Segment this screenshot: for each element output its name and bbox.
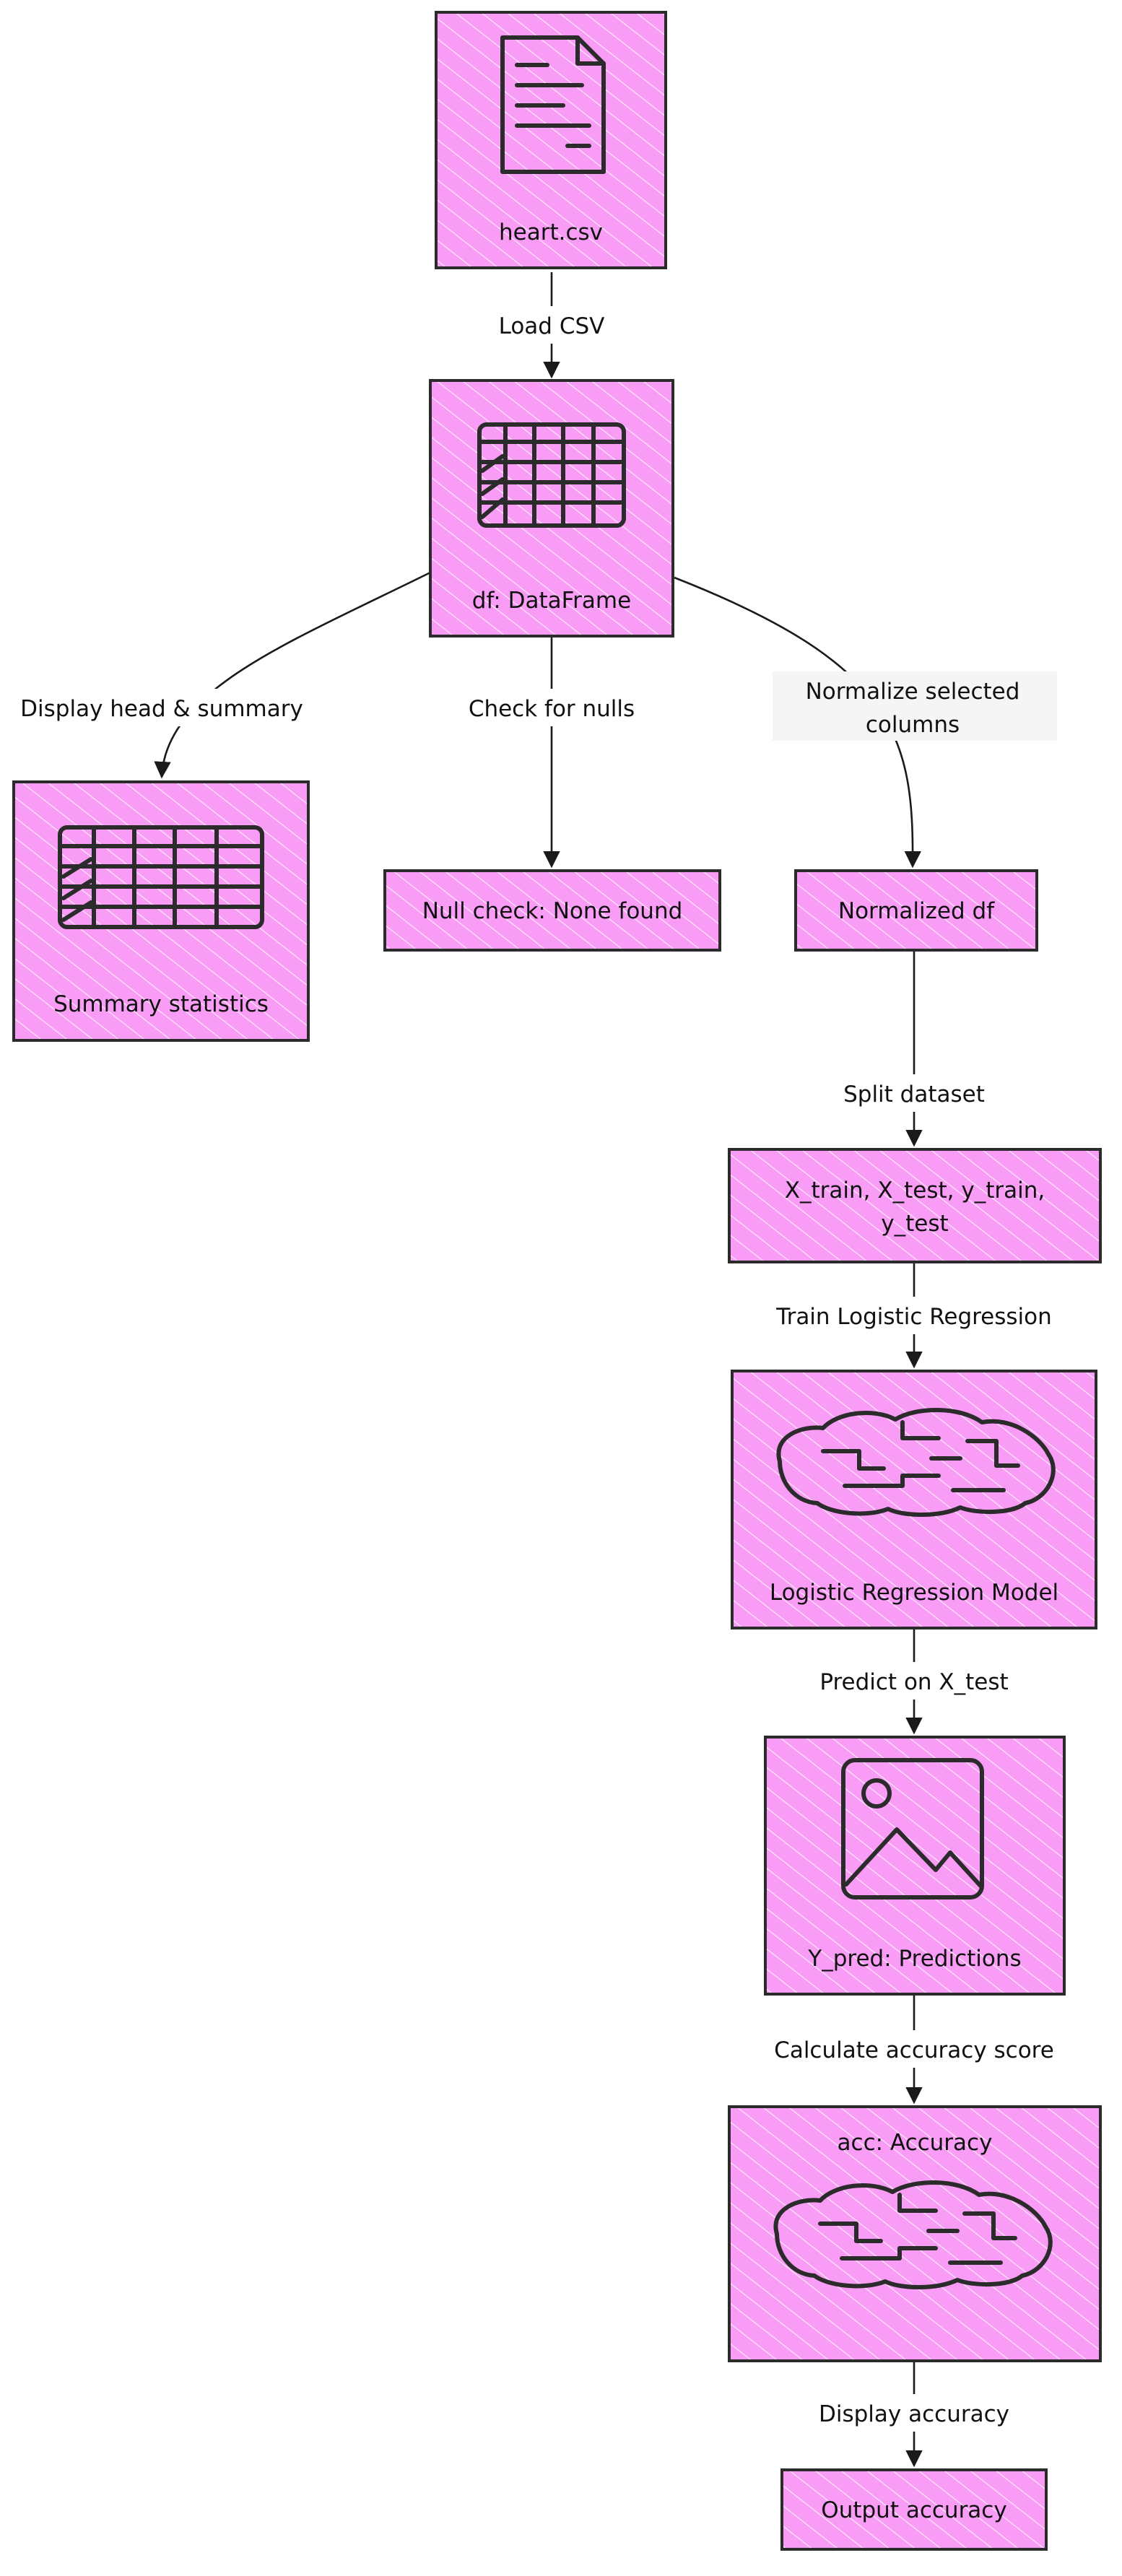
node-accuracy: acc: Accuracy	[728, 2105, 1102, 2362]
brain-icon	[776, 1408, 1056, 1517]
node-label-logistic-regression-model: Logistic Regression Model	[770, 1580, 1058, 1606]
edge-label-predict: Predict on X_test	[819, 1669, 1008, 1695]
edge-label-display-head: Display head & summary	[20, 696, 303, 722]
node-logistic-regression-model: Logistic Regression Model	[731, 1370, 1097, 1629]
node-train-test-split: X_train, X_test, y_train, y_test	[728, 1148, 1102, 1263]
edge-label-load-csv: Load CSV	[499, 313, 605, 339]
node-label-accuracy: acc: Accuracy	[838, 2130, 993, 2156]
node-label-output-accuracy: Output accuracy	[821, 2497, 1006, 2523]
table-icon	[477, 422, 626, 528]
edge-labels: Load CSV Display head & summary Check fo…	[20, 306, 1060, 2432]
document-icon	[500, 35, 606, 174]
node-label-summary-statistics: Summary statistics	[53, 991, 269, 1017]
node-heart-csv: heart.csv	[435, 11, 667, 269]
edge-label-normalize-line1: Normalize selected	[806, 679, 1020, 705]
image-icon	[841, 1758, 984, 1900]
edge-display-head	[154, 570, 432, 779]
node-label-predictions: Y_pred: Predictions	[807, 1946, 1021, 1972]
edge-label-check-nulls: Check for nulls	[469, 696, 635, 722]
node-null-check: Null check: None found	[383, 869, 721, 952]
node-summary-statistics: Summary statistics	[12, 780, 310, 1042]
edge-label-calc-acc: Calculate accuracy score	[774, 2037, 1054, 2063]
edge-label-display-acc: Display accuracy	[819, 2401, 1009, 2427]
edge-label-split-dataset: Split dataset	[843, 1082, 985, 1108]
node-label-dataframe: df: DataFrame	[472, 588, 631, 614]
brain-icon	[773, 2180, 1053, 2289]
table-icon	[58, 825, 264, 929]
node-label-split-line2: y_test	[881, 1211, 948, 1237]
node-label-heart-csv: heart.csv	[499, 219, 603, 245]
node-label-normalized-df: Normalized df	[838, 898, 995, 924]
node-dataframe: df: DataFrame	[429, 379, 674, 638]
edge-label-normalize-line2: columns	[866, 712, 960, 738]
node-output-accuracy: Output accuracy	[780, 2468, 1048, 2551]
edge-label-train: Train Logistic Regression	[775, 1304, 1052, 1330]
node-label-split-line1: X_train, X_test, y_train,	[785, 1178, 1045, 1204]
node-label-null-check: Null check: None found	[422, 898, 683, 924]
node-predictions: Y_pred: Predictions	[764, 1736, 1066, 1996]
node-normalized-df: Normalized df	[794, 869, 1038, 952]
